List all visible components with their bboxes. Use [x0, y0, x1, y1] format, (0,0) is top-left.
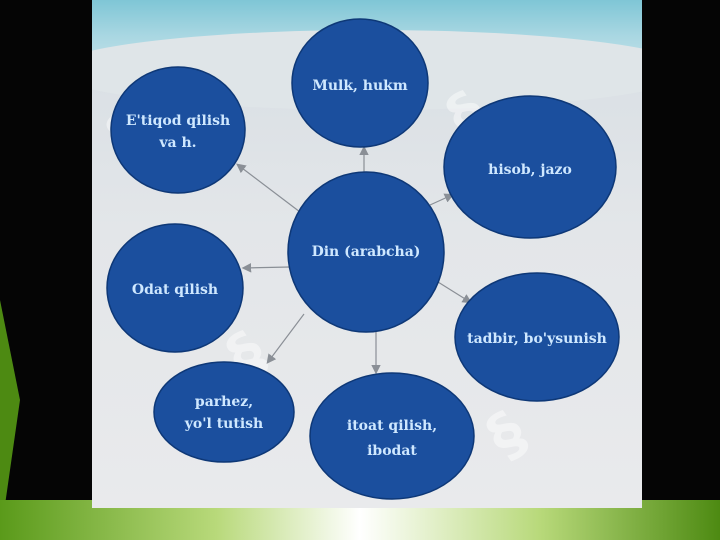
right-black-margin: [642, 0, 720, 508]
center-node-shape: [287, 171, 445, 333]
node-itoat-shape: [309, 372, 475, 500]
node-parhez-label-line2: yo'l tutish: [184, 416, 263, 432]
node-mulk-label: Mulk, hukm: [312, 78, 408, 94]
node-tadbir-shape: [454, 272, 620, 402]
node-etiqod-shape: [110, 66, 246, 194]
center-node: Din (arabcha): [287, 171, 445, 333]
node-odat-label: Odat qilish: [132, 282, 218, 298]
connector-odat: [241, 263, 291, 273]
node-mulk: Mulk, hukm: [291, 18, 429, 148]
node-odat-shape: [106, 223, 244, 353]
node-etiqod: E'tiqod qilish va h.: [110, 66, 246, 194]
green-corner-decoration: [0, 300, 20, 540]
connector-parhez: [266, 313, 305, 364]
node-etiqod-label-line1: E'tiqod qilish: [126, 113, 230, 129]
connector-tadbir: [437, 281, 473, 304]
node-itoat: itoat qilish, ibodat: [309, 372, 475, 500]
node-odat: Odat qilish: [106, 223, 244, 353]
node-hisob: hisob, jazo: [443, 95, 617, 239]
node-itoat-label-line2: ibodat: [367, 443, 417, 459]
connectors: [236, 145, 473, 375]
node-parhez-shape: [153, 361, 295, 463]
node-etiqod-label-line2: va h.: [158, 135, 196, 151]
node-hisob-label: hisob, jazo: [488, 162, 572, 178]
connector-etiqod: [236, 163, 301, 213]
node-tadbir: tadbir, bo'ysunish: [454, 272, 620, 402]
node-tadbir-label: tadbir, bo'ysunish: [467, 331, 607, 347]
node-parhez: parhez, yo'l tutish: [153, 361, 295, 463]
node-hisob-shape: [443, 95, 617, 239]
center-node-label: Din (arabcha): [312, 244, 421, 260]
connector-hisob: [429, 193, 455, 206]
node-itoat-label-line1: itoat qilish,: [347, 418, 437, 434]
node-mulk-shape: [291, 18, 429, 148]
node-parhez-label-line1: parhez,: [195, 394, 253, 410]
